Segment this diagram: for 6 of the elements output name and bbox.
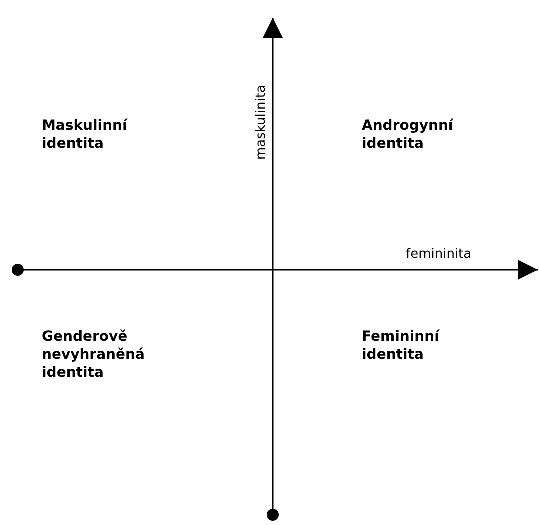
quadrant-label: Maskulinní identita: [42, 117, 129, 154]
axis-label: femininita: [406, 248, 472, 261]
quadrant-label: Genderově nevyhraněná identita: [42, 328, 146, 383]
axis-label: maskulinita: [255, 85, 268, 160]
quadrant-label: Androgynní identita: [362, 117, 455, 154]
quadrant-label: Femininní identita: [362, 328, 441, 364]
